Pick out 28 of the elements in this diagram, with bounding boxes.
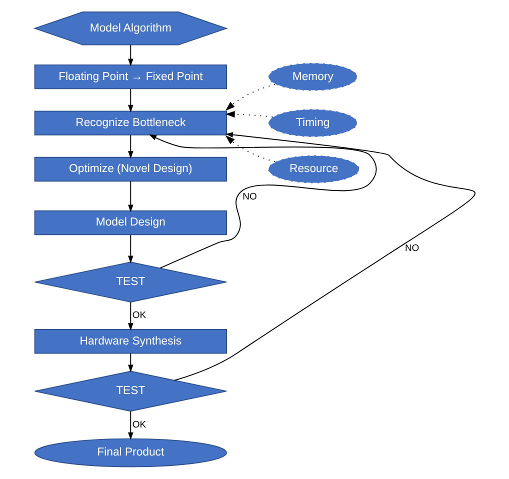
node-ellipse: Memory	[267, 62, 358, 92]
node-diamond: TEST	[34, 370, 226, 412]
arrow	[128, 88, 133, 112]
edge-label: NO	[404, 242, 419, 254]
node-diamond: TEST	[34, 262, 226, 302]
node-ellipse: Final Product	[34, 438, 226, 468]
arrow	[128, 410, 133, 440]
node-box: Floating Point → Fixed Point	[34, 64, 226, 90]
arrow	[128, 234, 133, 264]
arrow	[174, 132, 475, 381]
arrow	[224, 135, 276, 162]
node-ellipse: Resource	[267, 154, 360, 184]
arrow	[224, 84, 275, 111]
arrow	[128, 352, 133, 372]
edge-label: OK	[132, 310, 146, 322]
edge-label: NO	[242, 191, 256, 202]
node-box: Model Design	[34, 210, 226, 236]
arrow	[128, 302, 133, 331]
node-box: Optimize (Novel Design)	[34, 156, 226, 182]
arrow	[224, 111, 272, 118]
arrow	[128, 180, 133, 212]
edge-label: OK	[132, 419, 146, 430]
node-box: Hardware Synthesis	[34, 329, 226, 354]
node-ellipse: Timing	[267, 108, 358, 138]
node-box: Recognize Bottleneck	[34, 110, 226, 136]
arrow	[148, 134, 376, 269]
arrow	[128, 134, 133, 159]
arrow	[128, 44, 133, 66]
